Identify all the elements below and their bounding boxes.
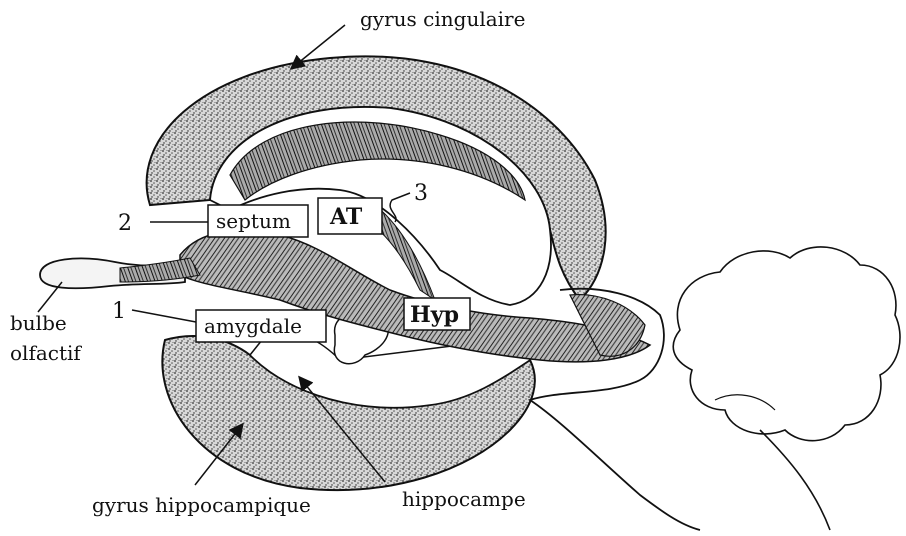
hippocampe-label: hippocampe [402, 487, 526, 511]
gyrus-cingulaire-label: gyrus cingulaire [360, 7, 525, 31]
olfactif-label: olfactif [10, 341, 82, 365]
pointer-bulbe [38, 282, 62, 312]
marker-1: 1 [112, 299, 126, 324]
gyrus-hippocampique-label: gyrus hippocampique [92, 493, 311, 517]
at-label: AT [329, 204, 363, 230]
bulbe-label: bulbe [10, 311, 67, 335]
septum-label: septum [216, 209, 291, 233]
brainstem-lower-line [760, 430, 830, 530]
amygdala-label: amygdale [204, 314, 302, 338]
pointer-1 [132, 310, 196, 322]
marker-3: 3 [414, 181, 428, 206]
hyp-label: Hyp [410, 302, 459, 328]
cerebellum-outline [673, 247, 900, 441]
marker-2: 2 [118, 211, 132, 236]
